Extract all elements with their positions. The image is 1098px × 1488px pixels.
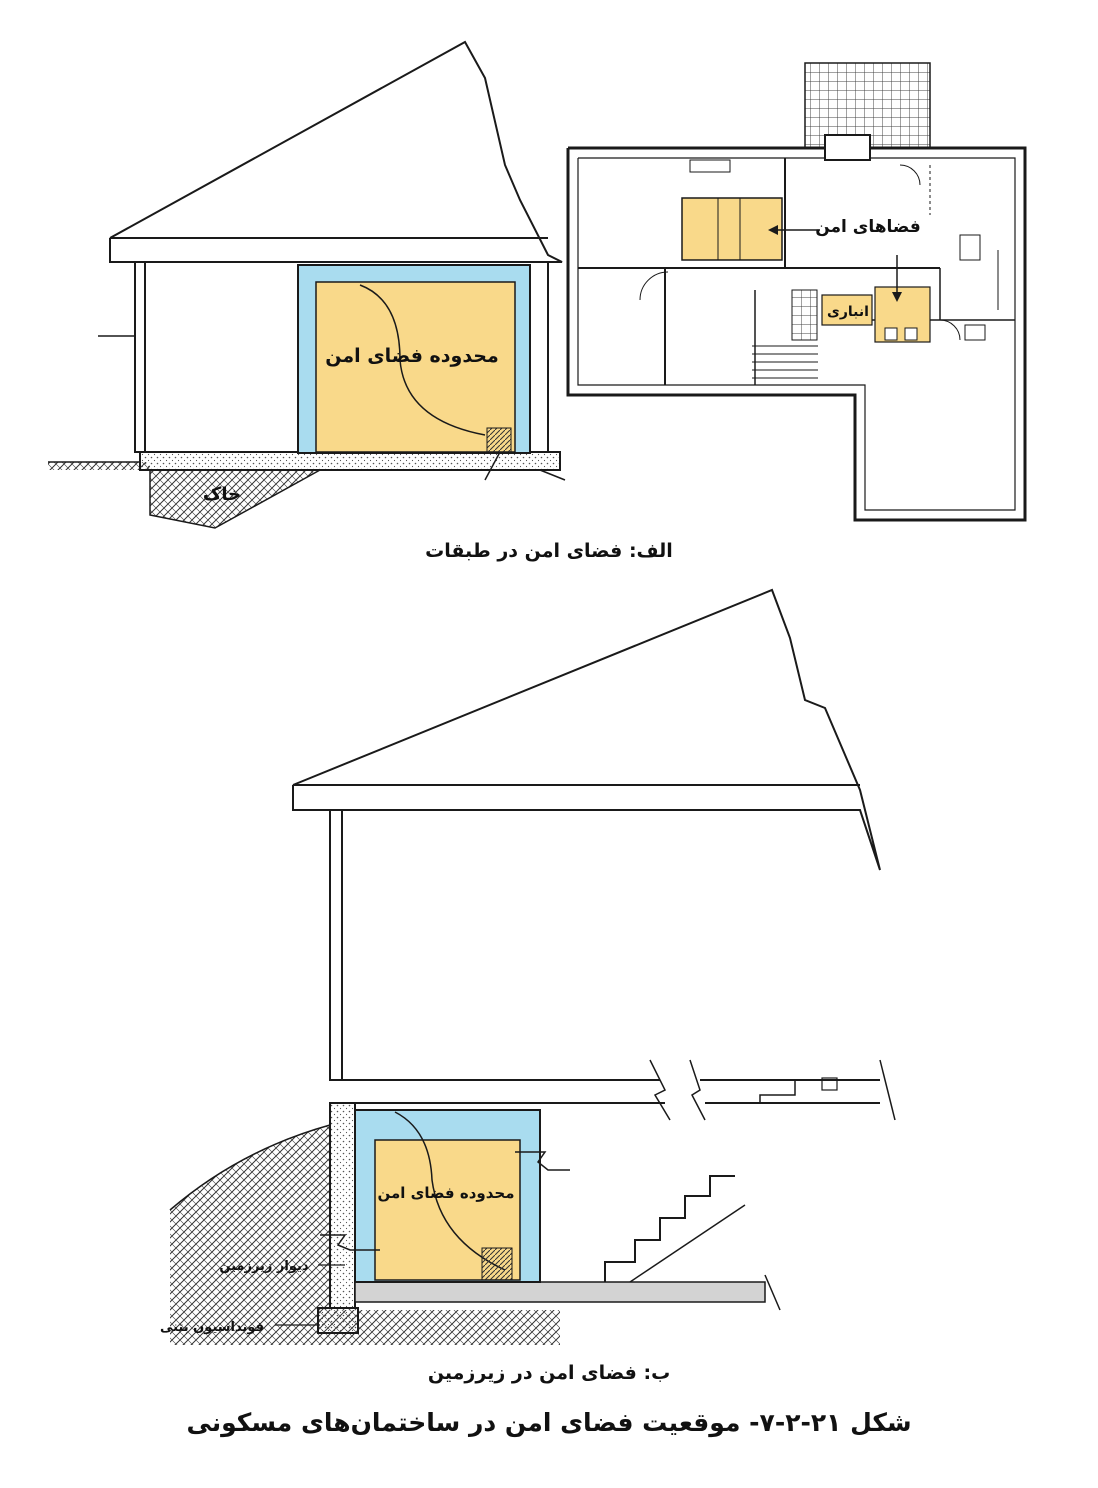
label-concrete-foundation: فونداسیون بتنی — [160, 1320, 264, 1335]
label-storage: انباری — [827, 304, 869, 320]
caption-part-b: ب: فضای امن در زیرزمین — [427, 1362, 671, 1384]
soil-b — [170, 1125, 560, 1345]
storage-room — [821, 294, 873, 326]
section-b — [169, 588, 896, 1345]
label-safe-zone-b: محدوده فضای امن — [378, 1184, 515, 1202]
stairs-b — [604, 1175, 735, 1282]
section-a — [48, 40, 566, 529]
roof-b — [292, 588, 881, 871]
floor-plan-a — [566, 62, 1027, 522]
slab-b — [354, 1281, 766, 1303]
safe-space-1 — [681, 197, 783, 261]
safe-zone-a-fill — [315, 281, 516, 453]
basement-wall — [329, 1102, 356, 1309]
label-safe-spaces: فضاهای امن — [815, 217, 921, 237]
roof-a — [109, 40, 563, 263]
caption-part-a: الف: فضای امن در طبقات — [425, 540, 673, 562]
label-soil: خاک — [203, 484, 241, 505]
foundation — [317, 1307, 359, 1334]
label-basement-wall: دیوار زیرزمین — [219, 1259, 308, 1274]
figure-caption: شکل ۲۱-۲-۷- موقعیت فضای امن در ساختمان‌ه… — [186, 1408, 912, 1437]
soil-a — [48, 462, 560, 528]
label-safe-zone-a: محدوده فضای امن — [325, 345, 499, 367]
safe-space-2 — [874, 286, 931, 343]
slab-a — [139, 451, 561, 471]
